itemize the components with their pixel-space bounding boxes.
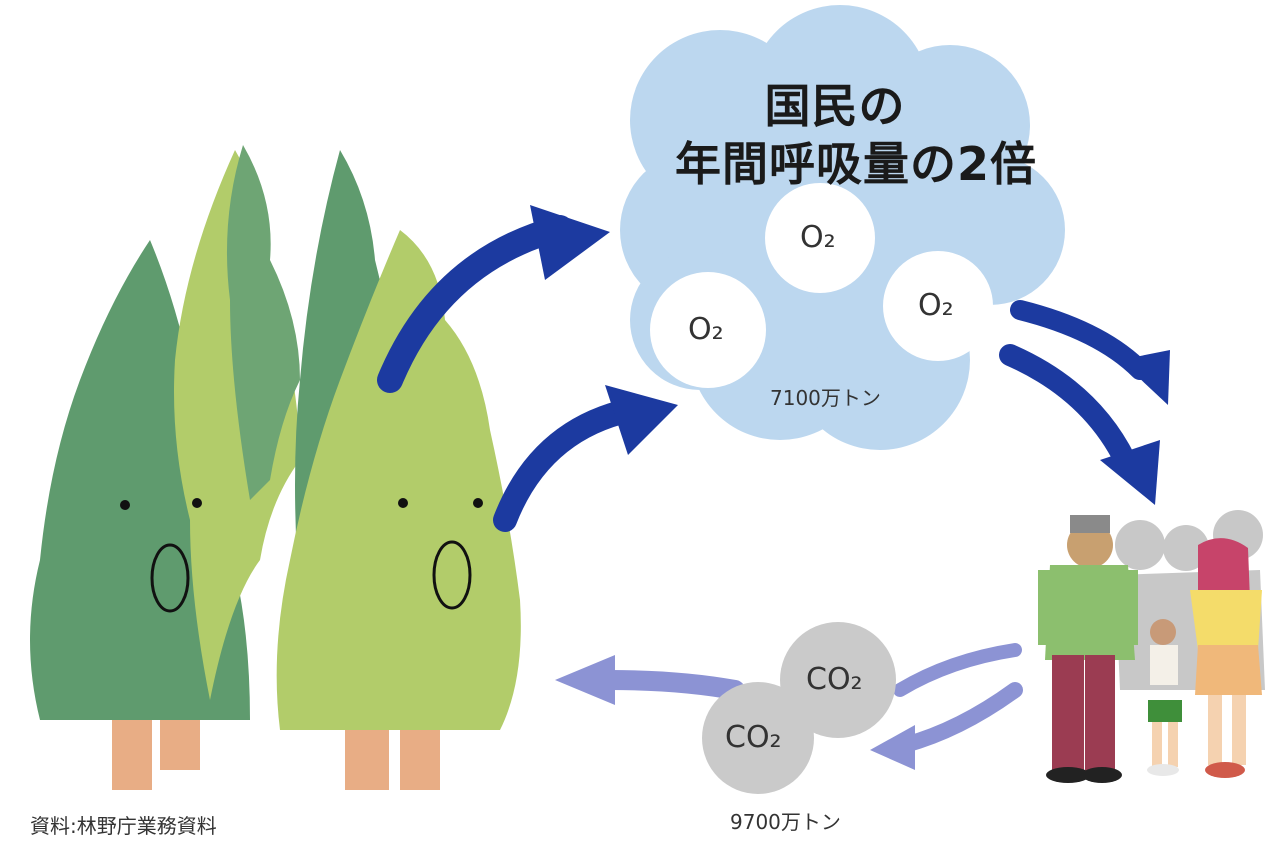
arrow-head-co2 [555, 655, 615, 705]
o2-circle-right [883, 251, 993, 361]
arrow-head-people-lower [870, 725, 915, 770]
arrow-people-to-co2-upper [893, 643, 1022, 697]
arrow-head-cloud-lower [1100, 440, 1160, 505]
co2-label-lower: CO₂ [725, 720, 782, 755]
o2-label-left: O₂ [688, 312, 724, 347]
co2-bubble-upper [780, 622, 896, 738]
o2-label-right: O₂ [918, 288, 954, 323]
source-note: 資料:林野庁業務資料 [30, 814, 217, 838]
co2-amount: 9700万トン [730, 810, 841, 834]
arrow-trees-to-cloud-lower [493, 398, 642, 532]
cloud-title-line2: 年間呼吸量の2倍 [675, 137, 1038, 191]
cloud-title-line1: 国民の [764, 79, 906, 133]
arrow-trees-to-cloud-upper [377, 215, 573, 393]
o2-circle-top [765, 183, 875, 293]
co2-label-upper: CO₂ [806, 662, 863, 697]
arrow-head-upper [530, 205, 610, 280]
co2-bubble-lower [702, 682, 814, 794]
arrow-head-cloud-upper [1120, 350, 1170, 405]
people-group [1038, 510, 1265, 783]
o2-amount: 7100万トン [770, 386, 881, 410]
arrow-cloud-to-people-lower [999, 344, 1136, 471]
tree-left [30, 145, 300, 790]
o2-label-top: O₂ [800, 220, 836, 255]
tree-right-face [398, 498, 483, 610]
arrow-head-lower [605, 385, 678, 455]
tree-left-face [120, 498, 202, 613]
o2-circle-left [650, 272, 766, 388]
arrow-people-to-co2-lower [897, 682, 1023, 753]
arrow-co2-to-trees [600, 670, 745, 700]
